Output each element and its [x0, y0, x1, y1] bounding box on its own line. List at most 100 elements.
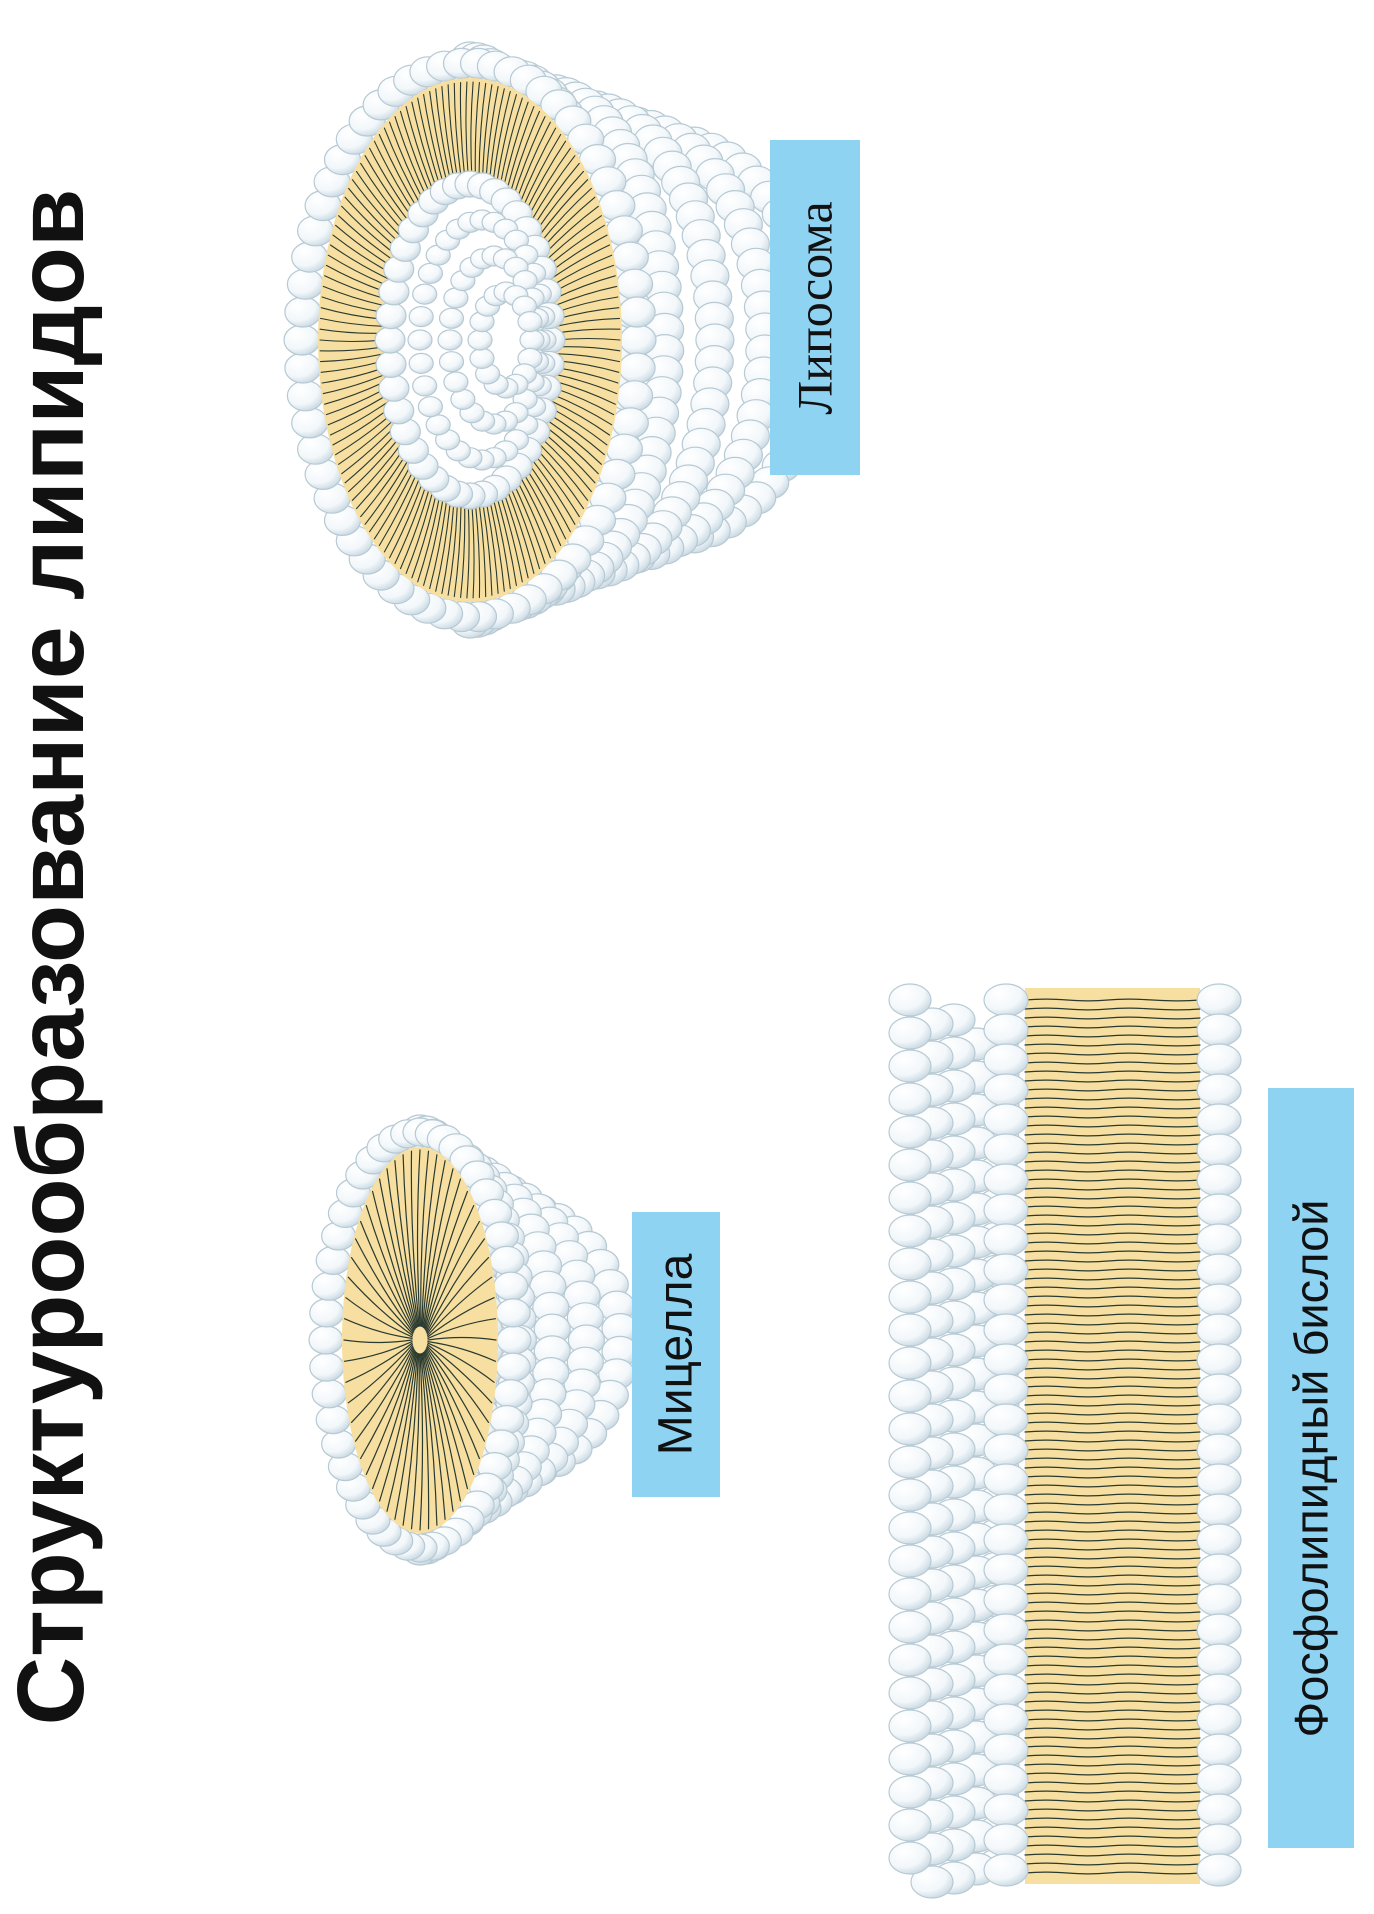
bilayer-illustration	[888, 983, 1242, 1899]
lipid-head	[1196, 1763, 1242, 1797]
lipid-tail	[350, 1345, 414, 1423]
lipid-tail	[410, 1353, 420, 1530]
lipid-head	[383, 397, 415, 425]
lipid-head	[983, 1583, 1029, 1617]
lipid-head	[611, 407, 649, 439]
lipid-tail	[343, 1341, 413, 1362]
lipid-head	[1196, 1403, 1242, 1437]
lipid-head	[983, 1043, 1029, 1077]
lipid-head	[983, 1193, 1029, 1227]
lipid-tail	[427, 1276, 493, 1336]
lipid-head	[438, 351, 465, 373]
lipid-tail	[425, 1205, 475, 1331]
lipid-head	[1196, 1703, 1242, 1737]
lipid-head	[888, 1775, 932, 1809]
lipid-tail	[422, 1352, 454, 1512]
lipid-tail	[1024, 1511, 1201, 1515]
bilayer-label: Фосфолипидный бислой	[1268, 1088, 1354, 1848]
lipid-tail	[394, 116, 428, 199]
lipid-head	[888, 1643, 932, 1677]
lipid-tail	[1024, 1187, 1201, 1191]
lipid-tail	[447, 501, 458, 596]
lipid-tail	[1024, 1691, 1201, 1695]
lipid-tail	[1024, 1196, 1201, 1200]
lipid-tail	[1024, 1349, 1201, 1353]
lipid-tail	[420, 1353, 430, 1530]
lipid-head	[888, 1016, 932, 1050]
lipid-head	[417, 396, 443, 418]
lipid-tail	[1024, 998, 1201, 1002]
lipid-tail	[329, 244, 391, 281]
lipid-head	[888, 1379, 932, 1413]
lipid-tail	[417, 97, 441, 187]
lipid-tail	[420, 1150, 430, 1327]
lipid-tail	[1024, 1664, 1201, 1668]
lipid-tail	[509, 110, 541, 196]
lipid-tail	[429, 90, 448, 183]
lipid-tail	[1024, 1637, 1201, 1641]
lipid-tail	[435, 88, 451, 181]
lipid-tail	[1024, 1412, 1201, 1416]
lipid-tail	[402, 1353, 419, 1526]
lipid-tail	[1024, 1124, 1201, 1128]
lipid-tail	[492, 497, 511, 590]
lipid-head	[1196, 1133, 1242, 1167]
lipid-tail	[355, 1346, 414, 1442]
lipid-tail	[555, 353, 621, 363]
lipid-head	[888, 1478, 932, 1512]
lipid-tail	[515, 477, 551, 559]
lipid-tail	[470, 81, 474, 177]
lipid-head	[1196, 1433, 1242, 1467]
lipid-tail	[1024, 1385, 1201, 1389]
lipid-tail	[427, 1318, 497, 1339]
lipid-tail	[329, 399, 391, 436]
lipid-tail	[399, 484, 431, 570]
lipid-tail	[1024, 1583, 1201, 1587]
lipid-head	[888, 1346, 932, 1380]
lipid-tail	[1024, 1736, 1201, 1740]
lipid-head	[888, 1610, 932, 1644]
lipid-head	[1196, 1853, 1242, 1887]
lipid-tail	[536, 441, 589, 501]
lipid-tail	[1024, 1295, 1201, 1299]
lipid-head	[309, 1298, 345, 1328]
lipid-tail	[1024, 1871, 1201, 1875]
lipid-head	[611, 241, 649, 273]
lipid-tail	[378, 470, 419, 547]
lipid-tail	[1024, 1655, 1201, 1659]
lipid-tail	[1024, 1340, 1201, 1344]
lipid-head	[315, 1245, 351, 1276]
lipid-tail	[1024, 1403, 1201, 1407]
lipid-tail	[1024, 1079, 1201, 1083]
lipid-head	[493, 1379, 529, 1409]
lipid-tail	[394, 481, 428, 564]
lipid-head	[1196, 1373, 1242, 1407]
lipid-tail	[345, 1297, 413, 1338]
lipid-tail	[549, 244, 611, 281]
lipid-tail	[419, 1353, 424, 1531]
lipid-head	[888, 1313, 932, 1347]
lipid-head	[311, 1271, 347, 1301]
lipid-tail	[424, 1190, 468, 1330]
lipid-head	[983, 1523, 1029, 1557]
lipid-tail	[453, 502, 462, 598]
lipid-head	[983, 1463, 1029, 1497]
lipid-tail	[1024, 1601, 1201, 1605]
lipid-tail	[379, 1178, 417, 1329]
micelle-label: Мицелла	[632, 1212, 720, 1497]
lipid-tail	[1024, 1547, 1201, 1551]
lipid-tail	[1024, 1502, 1201, 1506]
lipid-head	[321, 1429, 357, 1459]
lipid-tail	[518, 127, 557, 206]
lipid-tail	[1024, 1205, 1201, 1209]
lipid-tail	[435, 499, 451, 592]
lipid-tail	[485, 500, 499, 594]
lipid-tail	[489, 499, 505, 592]
lipid-head	[888, 1808, 932, 1842]
lipid-tail	[1024, 1610, 1201, 1614]
lipid-tail	[426, 1238, 485, 1334]
lipid-tail	[1024, 1520, 1201, 1524]
lipid-head	[1196, 1043, 1242, 1077]
lipid-head	[1196, 1313, 1242, 1347]
